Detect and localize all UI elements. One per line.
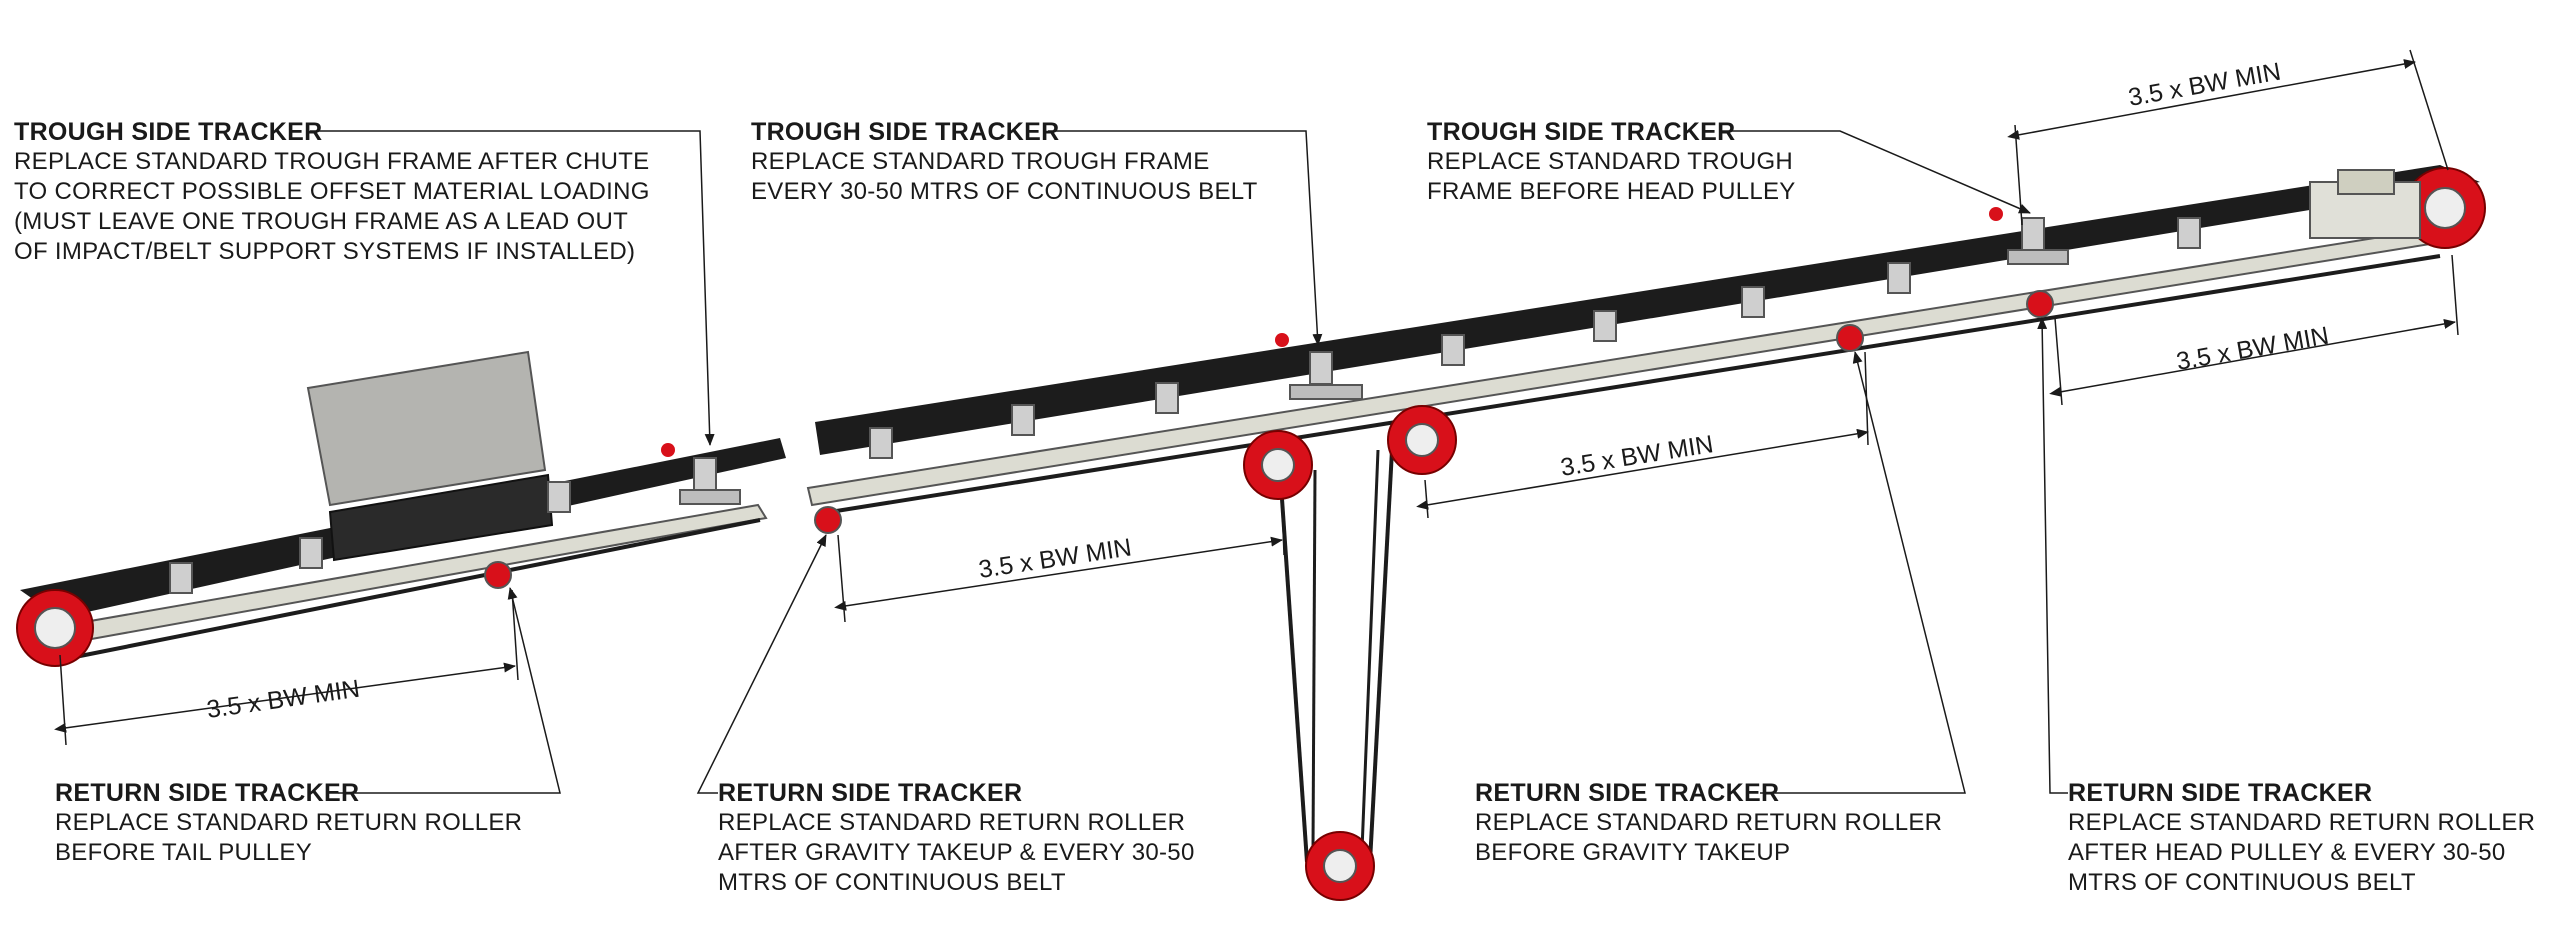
head-pulley <box>2404 167 2486 249</box>
gravity-takeup <box>1243 405 1457 901</box>
trough-idlers-tail <box>169 481 571 594</box>
note-body: REPLACE STANDARD RETURN ROLLER AFTER GRA… <box>718 809 1195 896</box>
trough-tracker-note-1: TROUGH SIDE TRACKER REPLACE STANDARD TRO… <box>14 117 650 267</box>
dim-label-1: 3.5 x BW MIN <box>205 675 362 724</box>
trough-tracker-note-3: TROUGH SIDE TRACKER REPLACE STANDARD TRO… <box>1427 117 1796 207</box>
note-title: TROUGH SIDE TRACKER <box>751 118 1060 146</box>
trough-tracker-note-2: TROUGH SIDE TRACKER REPLACE STANDARD TRO… <box>751 117 1258 207</box>
return-tracker-note-4: RETURN SIDE TRACKER REPLACE STANDARD RET… <box>2068 778 2535 898</box>
trough-tracker-2 <box>1275 333 1363 400</box>
drive-unit <box>2309 169 2421 239</box>
dim-label-4: 3.5 x BW MIN <box>2126 58 2283 112</box>
tail-section <box>16 350 786 667</box>
takeup-pulley <box>1305 831 1375 901</box>
note-title: TROUGH SIDE TRACKER <box>1427 118 1736 146</box>
dim-label-2: 3.5 x BW MIN <box>977 533 1134 583</box>
note-body: REPLACE STANDARD RETURN ROLLER BEFORE GR… <box>1475 809 1943 866</box>
return-tracker-4 <box>2026 290 2054 318</box>
return-belt <box>829 254 2441 514</box>
return-tracker-note-2: RETURN SIDE TRACKER REPLACE STANDARD RET… <box>718 778 1195 898</box>
note-title: RETURN SIDE TRACKER <box>718 779 1023 807</box>
dim-label-3: 3.5 x BW MIN <box>1559 430 1716 482</box>
carry-belt <box>815 165 2480 455</box>
impact-bed <box>328 473 554 562</box>
note-body: REPLACE STANDARD TROUGH FRAME AFTER CHUT… <box>14 148 650 265</box>
bend-pulley-right <box>1387 405 1457 475</box>
return-tracker-2 <box>814 506 842 534</box>
return-tracker-note-1: RETURN SIDE TRACKER REPLACE STANDARD RET… <box>55 778 522 868</box>
leader-lines <box>310 130 2068 794</box>
note-title: RETURN SIDE TRACKER <box>1475 779 1780 807</box>
return-tracker-3 <box>1836 324 1864 352</box>
tail-pulley <box>16 589 94 667</box>
return-tracker-1 <box>484 561 512 589</box>
tail-return-belt <box>59 518 761 662</box>
trough-tracker-1 <box>661 443 741 505</box>
head-section <box>806 165 2486 534</box>
loading-chute <box>306 350 547 507</box>
note-body: REPLACE STANDARD TROUGH FRAME EVERY 30-5… <box>751 148 1258 205</box>
bend-pulley-left <box>1243 430 1313 500</box>
note-title: RETURN SIDE TRACKER <box>2068 779 2373 807</box>
note-body: REPLACE STANDARD RETURN ROLLER BEFORE TA… <box>55 809 523 866</box>
note-title: RETURN SIDE TRACKER <box>55 779 360 807</box>
return-tracker-note-3: RETURN SIDE TRACKER REPLACE STANDARD RET… <box>1475 778 1942 868</box>
note-body: REPLACE STANDARD TROUGH FRAME BEFORE HEA… <box>1427 148 1796 205</box>
note-body: REPLACE STANDARD RETURN ROLLER AFTER HEA… <box>2068 809 2536 896</box>
trough-idlers-carry <box>869 217 2201 459</box>
dimension-lines <box>54 49 2459 746</box>
trough-tracker-3 <box>1989 207 2069 265</box>
note-title: TROUGH SIDE TRACKER <box>14 118 323 146</box>
dim-label-5: 3.5 x BW MIN <box>2174 322 2331 376</box>
